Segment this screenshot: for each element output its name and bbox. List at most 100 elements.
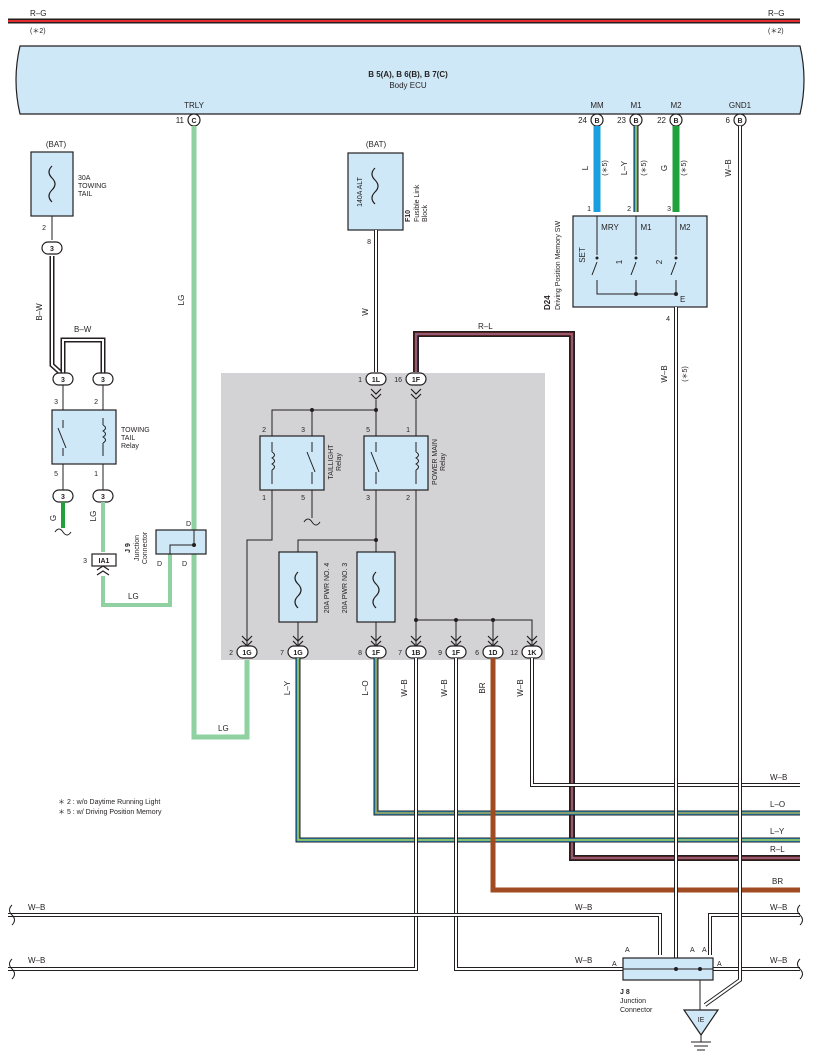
j9-code: J 9 [125,543,132,553]
ecu-pin-gnd1: GND1 [729,101,752,110]
svg-text:W–B: W–B [724,159,733,176]
svg-text:5: 5 [54,471,58,478]
wire-br: BR BR [478,658,800,893]
svg-text:R–L: R–L [478,322,493,331]
svg-text:8: 8 [358,650,362,657]
svg-text:W–B: W–B [28,903,45,912]
d24-name: Driving Position Memory SW [555,221,562,310]
top-bus-label-left: R–G [30,9,46,18]
svg-text:1: 1 [94,471,98,478]
top-bus: R–G (＊2) R–G (＊2) [8,9,800,35]
svg-text:A: A [702,947,707,954]
relay-block-top-connectors: 1L 1 1F 16 [358,372,427,400]
connector-ia1: IA1 3 [83,553,117,576]
svg-text:140A ALT: 140A ALT [357,176,364,207]
svg-text:2: 2 [94,399,98,406]
wire-ly-1g: L–Y L–Y [283,658,800,843]
svg-text:2: 2 [262,427,266,434]
svg-text:3: 3 [54,399,58,406]
svg-text:MRY: MRY [601,223,619,232]
top-bus-note-left: (＊2) [30,28,46,35]
svg-text:A: A [690,947,695,954]
svg-text:3: 3 [101,377,105,384]
svg-text:W–B: W–B [770,956,787,965]
svg-text:L–Y: L–Y [770,827,785,836]
svg-text:L–Y: L–Y [283,680,292,695]
fuse-30a-line1: 30A [78,175,91,182]
f10-code: F10 [405,210,412,222]
svg-text:D: D [182,561,187,568]
svg-text:3: 3 [366,495,370,502]
svg-text:Relay: Relay [336,453,343,471]
svg-text:TAILLIGHT: TAILLIGHT [328,444,335,480]
svg-text:1: 1 [587,206,591,213]
fuse-30a-line2: TOWING [78,183,107,190]
ecu-title: B 5(A), B 6(B), B 7(C) [368,70,448,79]
top-bus-note-right: (＊2) [768,28,784,35]
svg-text:(＊5): (＊5) [681,160,688,176]
svg-text:1: 1 [615,259,624,264]
ecu-num-24: 24 [578,116,587,125]
fuse-30a-line3: TAIL [78,191,92,198]
svg-text:(＊5): (＊5) [602,160,609,176]
svg-text:2: 2 [42,225,46,232]
svg-text:IE: IE [698,1017,705,1024]
towing-relay-line1: TOWING [121,427,150,434]
svg-text:B: B [737,118,742,125]
svg-text:Connector: Connector [620,1007,653,1014]
svg-text:Connector: Connector [142,531,149,564]
ecu-name: Body ECU [389,81,427,90]
svg-text:D: D [186,521,191,528]
svg-text:W–B: W–B [660,365,669,382]
svg-text:BR: BR [478,682,487,693]
svg-text:L–O: L–O [770,800,785,809]
wire-lg-trly: LG LG [177,126,250,740]
top-bus-label-right: R–G [768,9,784,18]
svg-text:1G: 1G [293,650,303,657]
svg-text:7: 7 [280,650,284,657]
svg-text:M1: M1 [640,223,652,232]
svg-text:BR: BR [772,877,783,886]
wire-wb-upper-bus: W–B W–B W–B [8,903,800,955]
wire-rl: R–L R–L [413,322,800,861]
towing-relay-line3: Relay [121,443,139,450]
svg-text:IA1: IA1 [99,558,110,565]
ecu-num-23: 23 [617,116,626,125]
svg-text:B–W: B–W [35,303,44,321]
svg-text:5: 5 [366,427,370,434]
svg-text:1F: 1F [452,650,461,657]
svg-text:3: 3 [667,206,671,213]
svg-text:Junction: Junction [134,535,141,561]
svg-text:1B: 1B [412,650,421,657]
power-main-relay: 5 1 POWER MAIN Relay 3 2 [297,427,447,645]
ecu-pin-trly: TRLY [184,101,205,110]
towing-relay-line2: TAIL [121,435,135,442]
svg-text:2: 2 [229,650,233,657]
svg-text:1: 1 [262,495,266,502]
svg-text:LG: LG [128,592,139,601]
svg-text:3: 3 [61,377,65,384]
wires-d24: L (＊5) L–Y (＊5) G (＊5) W–B [581,126,742,1007]
svg-text:L–O: L–O [361,680,370,695]
svg-text:(＊5): (＊5) [641,160,648,176]
svg-text:2: 2 [627,206,631,213]
svg-text:LG: LG [177,295,186,306]
wire-bw-towing: B–W B–W [35,256,106,377]
svg-text:1: 1 [358,377,362,384]
bat-mid-label: (BAT) [366,140,387,149]
svg-text:1F: 1F [372,650,381,657]
svg-text:1G: 1G [242,650,252,657]
svg-text:B: B [673,118,678,125]
note-2: ＊ 2 : w/o Daytime Running Light [58,799,160,806]
taillight-relay: 2 3 TAILLIGHT Relay 1 5 [246,427,343,645]
svg-text:8: 8 [367,239,371,246]
svg-text:1L: 1L [372,377,381,384]
wire-w: W [361,230,378,372]
ecu-pin-m2: M2 [670,101,682,110]
d24-code: D24 [543,295,552,310]
svg-text:W–B: W–B [28,956,45,965]
svg-text:20A PWR NO. 4: 20A PWR NO. 4 [324,563,331,614]
svg-text:1F: 1F [412,377,421,384]
svg-text:A: A [612,961,617,968]
